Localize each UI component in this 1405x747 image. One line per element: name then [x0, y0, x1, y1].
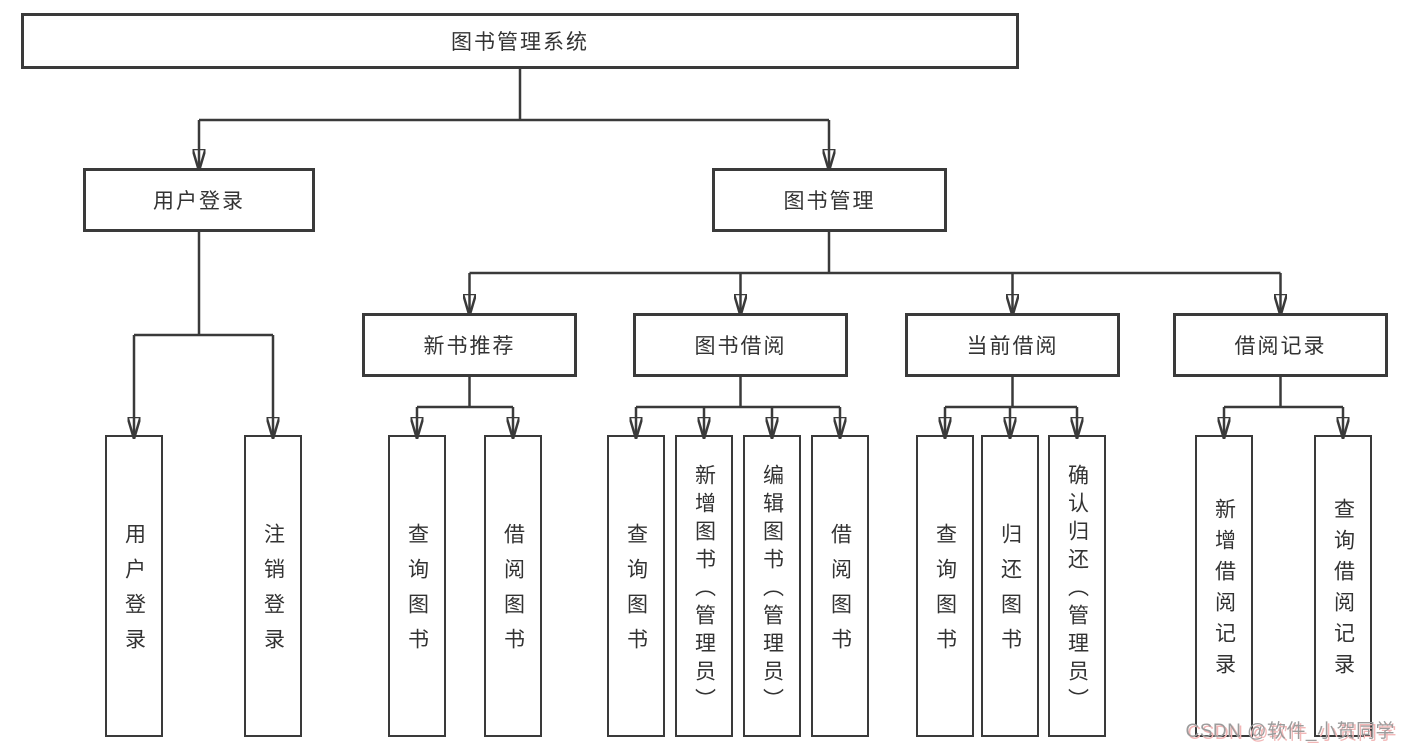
node-label: 用户登录	[153, 190, 245, 213]
node-label: 当前借阅	[966, 335, 1059, 358]
leaf-query-books-borrow: 查询图书	[607, 435, 665, 737]
leaf-user-login: 用户登录	[105, 435, 163, 737]
leaf-edit-book-admin: 编辑图书（管理员）	[743, 435, 801, 737]
node-label: 编辑图书（管理员）	[760, 463, 784, 716]
node-book-management: 图书管理	[712, 168, 947, 232]
leaf-query-books-recommend: 查询图书	[388, 435, 446, 737]
leaf-logout: 注销登录	[244, 435, 302, 737]
node-book-borrow: 图书借阅	[633, 313, 848, 377]
node-label: 借阅图书	[501, 523, 525, 663]
node-label: 新增借阅记录	[1212, 498, 1236, 684]
leaf-add-book-admin: 新增图书（管理员）	[675, 435, 733, 737]
node-label: 用户登录	[122, 523, 146, 663]
node-new-book-recommend: 新书推荐	[362, 313, 577, 377]
node-label: 借阅记录	[1234, 335, 1327, 358]
node-label: 确认归还（管理员）	[1065, 463, 1089, 716]
node-label: 查询借阅记录	[1331, 498, 1355, 684]
node-label: 新增图书（管理员）	[692, 463, 716, 716]
node-label: 新书推荐	[423, 335, 516, 358]
node-label: 查询图书	[933, 523, 957, 663]
node-label: 图书管理	[783, 190, 876, 213]
leaf-add-borrow-record: 新增借阅记录	[1195, 435, 1253, 737]
node-current-borrow: 当前借阅	[905, 313, 1120, 377]
node-user-login: 用户登录	[83, 168, 315, 232]
leaf-query-borrow-record: 查询借阅记录	[1314, 435, 1372, 737]
node-label: 图书管理系统	[451, 31, 589, 54]
leaf-confirm-return-admin: 确认归还（管理员）	[1048, 435, 1106, 737]
node-label: 查询图书	[405, 523, 429, 663]
node-label: 归还图书	[998, 523, 1022, 663]
watermark: CSDN @软件_小贺同学	[1185, 721, 1395, 742]
leaf-query-books-current: 查询图书	[916, 435, 974, 737]
node-label: 注销登录	[261, 523, 285, 663]
leaf-return-books: 归还图书	[981, 435, 1039, 737]
leaf-borrow-books-recommend: 借阅图书	[484, 435, 542, 737]
node-label: 图书借阅	[694, 335, 787, 358]
leaf-borrow-books: 借阅图书	[811, 435, 869, 737]
node-library-system: 图书管理系统	[21, 13, 1019, 69]
node-label: 查询图书	[624, 523, 648, 663]
node-label: 借阅图书	[828, 523, 852, 663]
node-borrow-records: 借阅记录	[1173, 313, 1388, 377]
